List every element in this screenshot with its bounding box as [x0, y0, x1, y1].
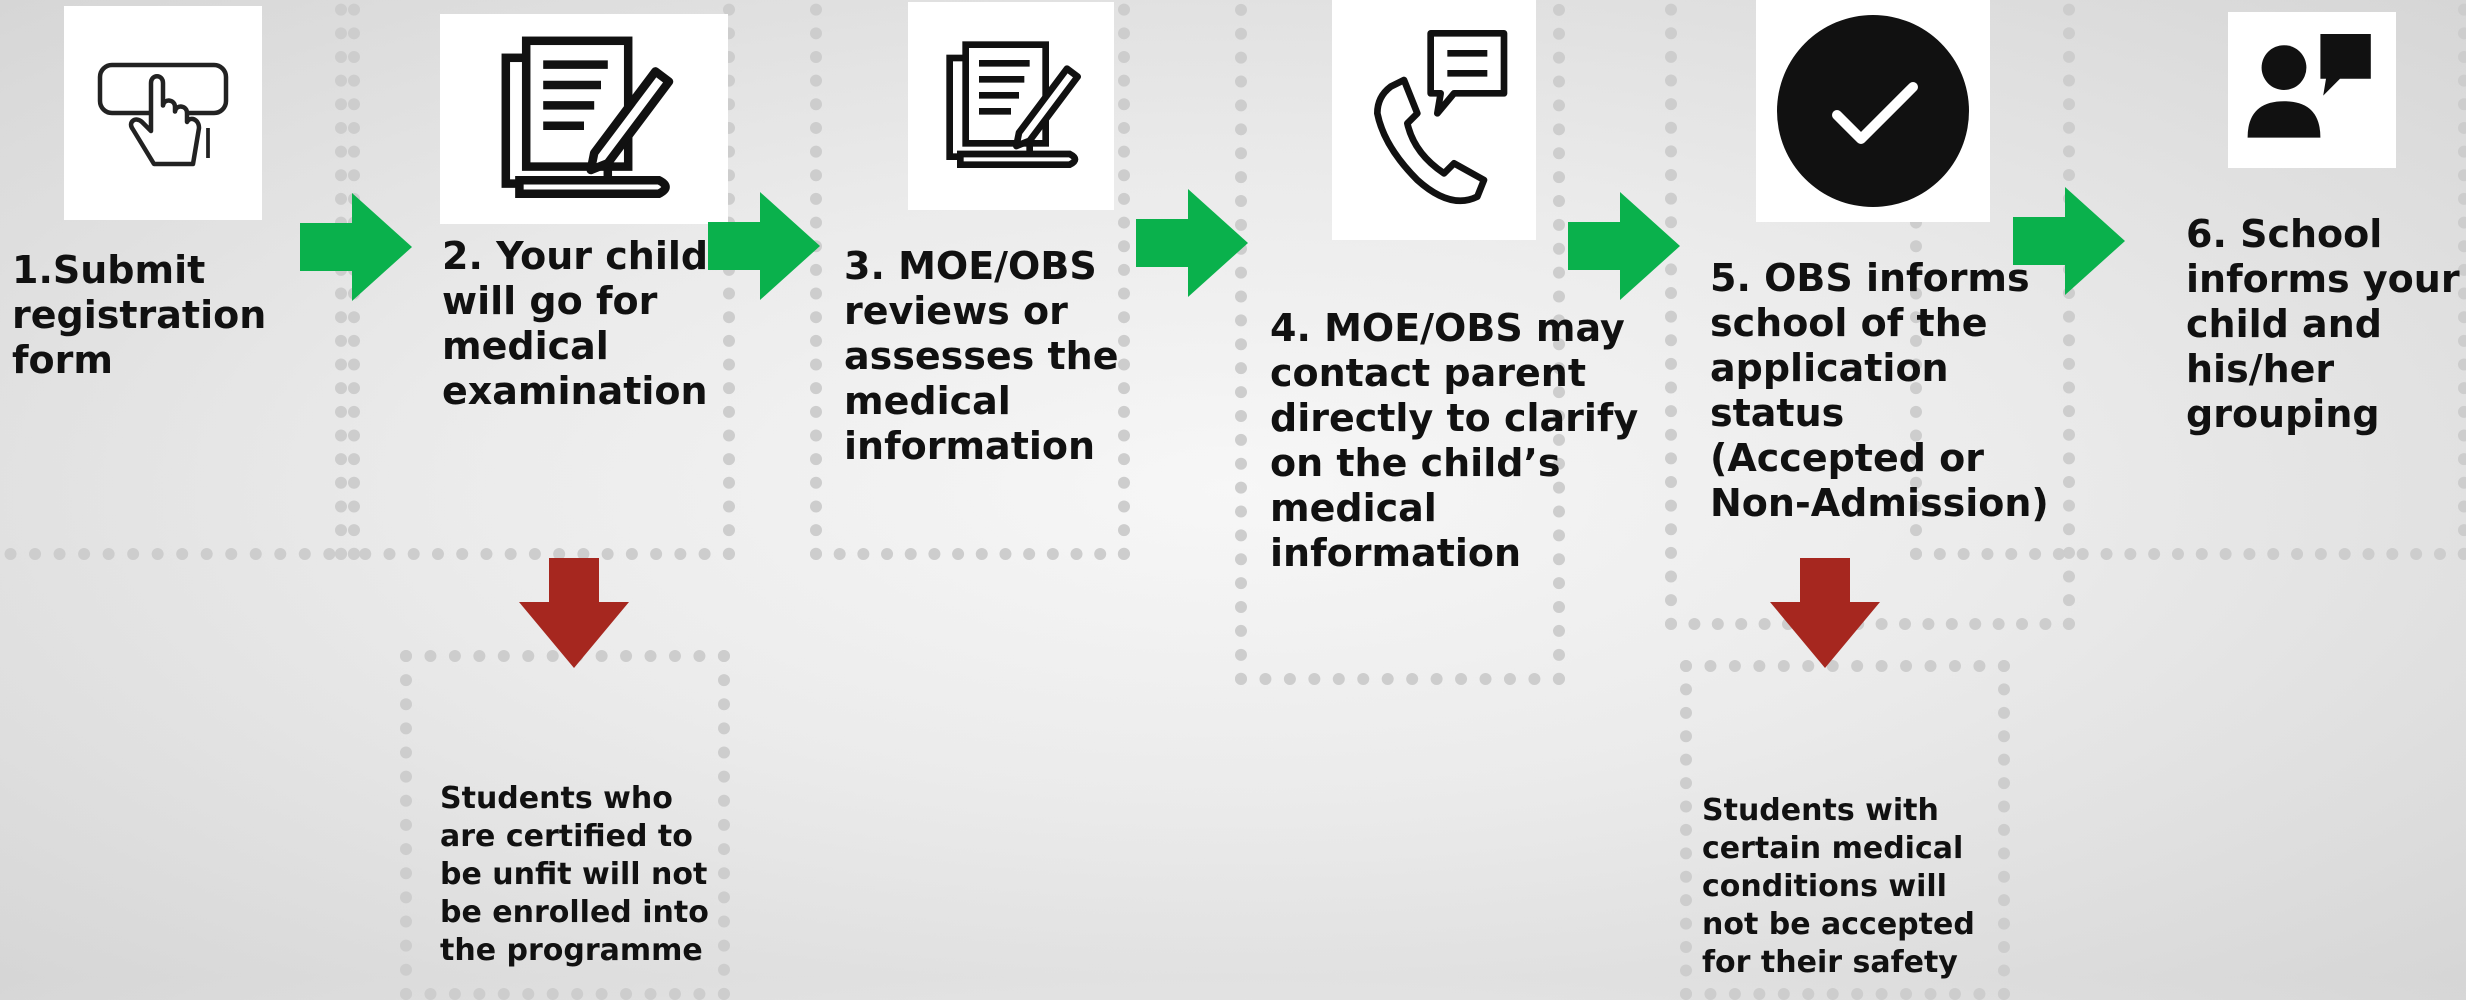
document-pen-icon [501, 36, 674, 199]
step-5-text: 5. OBS informs school of the application… [1710, 256, 2049, 525]
step-5-icon-box [1756, 0, 1990, 222]
touch-keyboard-icon [97, 62, 229, 167]
step-6-text: 6. School informs your child and his/her… [2186, 212, 2460, 436]
step-4-icon-box [1332, 0, 1536, 240]
warning-arrow-2 [1770, 558, 1880, 668]
warning-arrow-1 [519, 558, 629, 668]
step-2-icon-box [440, 14, 728, 224]
flow-arrow-3 [1136, 189, 1248, 297]
step-1-text: 1.Submit registration form [12, 248, 267, 382]
flow-arrow-5 [2013, 187, 2125, 295]
checkmark-circle-icon [1777, 15, 1969, 207]
flow-arrow-1 [300, 193, 412, 301]
step-3-text: 3. MOE/OBS reviews or assesses the medic… [844, 244, 1119, 468]
dotted-frame [810, 0, 1130, 560]
dotted-frame [1665, 0, 2075, 630]
dotted-frame [1235, 0, 1565, 685]
step-6-icon-box [2228, 12, 2396, 168]
phone-chat-icon [1374, 30, 1508, 205]
unfit-note-text: Students who are certified to be unfit w… [440, 781, 709, 968]
flow-arrow-2 [708, 192, 820, 300]
step-2-text: 2. Your child will go for medical examin… [442, 234, 709, 413]
non-admission-note-text: Students with certain medical conditions… [1702, 793, 1975, 980]
flow-arrow-4 [1568, 192, 1680, 300]
person-speech-icon [2247, 34, 2371, 138]
step-1-icon-box [64, 6, 262, 220]
step-4-text: 4. MOE/OBS may contact parent directly t… [1270, 306, 1639, 575]
document-pen-icon [946, 41, 1081, 168]
step-3-icon-box [908, 2, 1114, 210]
